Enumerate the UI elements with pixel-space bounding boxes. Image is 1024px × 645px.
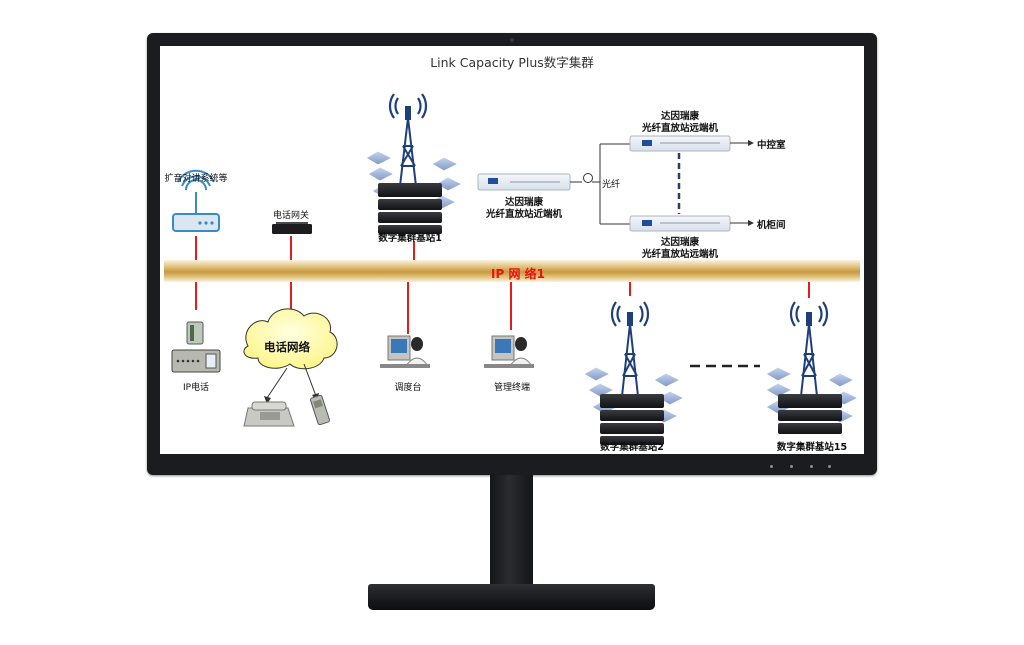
base-station-1-label: 数字集群基站1 [378,233,442,244]
monitor-screen: Link Capacity Plus数字集群 IP 网 络1 电话网络 扩音对讲… [160,46,864,454]
remote-unit-top [629,135,731,152]
remote-bottom-brand: 达因瑞康 [660,237,700,248]
fiber-split-lines [599,143,630,225]
phone-network-label: 电话网络 [264,340,310,354]
ip-network-bus [164,260,860,282]
monitor-stand-base [368,584,655,610]
base-station-2-label: 数字集群基站2 [600,442,664,453]
cloud-to-phone [266,367,288,399]
management-operator [484,335,534,368]
management-terminal-label: 管理终端 [493,383,531,393]
webcam-dot [510,38,514,42]
antenna-tower-1 [388,93,428,187]
antenna-tower-15 [789,301,829,397]
monitor-stand-neck [490,475,533,588]
ip-network-label: IP 网 络1 [491,267,545,281]
central-control-label: 中控室 [757,140,786,151]
ip-phone-label: IP电话 [182,383,210,393]
remote-top-name: 光纤直放站远端机 [641,123,719,134]
remote-unit-bottom [629,215,731,232]
near-end-name: 光纤直放站近端机 [485,209,563,220]
phone-network-cloud [243,308,338,370]
cabinet-room-label: 机柜间 [757,220,786,231]
dispatch-console-label: 调度台 [394,383,422,393]
monitor-indicator-lights [770,465,840,469]
base-station-2 [583,301,686,445]
cloud-to-mobile [303,363,317,397]
link-lines [195,236,810,334]
broadcast-system-label: 扩音对讲系统等 [164,174,228,184]
remote-top-brand: 达因瑞康 [660,111,700,122]
base-station-15 [765,301,860,434]
fiber-coupler [583,173,593,183]
phone-gateway-label: 电话网关 [272,211,310,221]
mobile-phone [309,394,331,426]
phone-gateway-device [272,222,312,234]
ip-phone-device [171,321,221,373]
fiber-label: 光纤 [602,180,621,190]
diagram-canvas [164,93,860,445]
network-diagram: Link Capacity Plus数字集群 IP 网 络1 电话网络 扩音对讲… [160,46,864,454]
dispatch-operator [380,335,430,368]
desk-phone [243,401,295,427]
base-station-15-label: 数字集群基站15 [776,442,848,453]
near-end-unit [477,173,571,191]
remote-bottom-name: 光纤直放站远端机 [641,249,719,260]
antenna-tower-2 [610,301,650,397]
diagram-title: Link Capacity Plus数字集群 [430,55,594,70]
near-end-brand: 达因瑞康 [504,197,544,208]
broadcast-device [172,169,220,232]
base-station-1 [365,93,464,234]
